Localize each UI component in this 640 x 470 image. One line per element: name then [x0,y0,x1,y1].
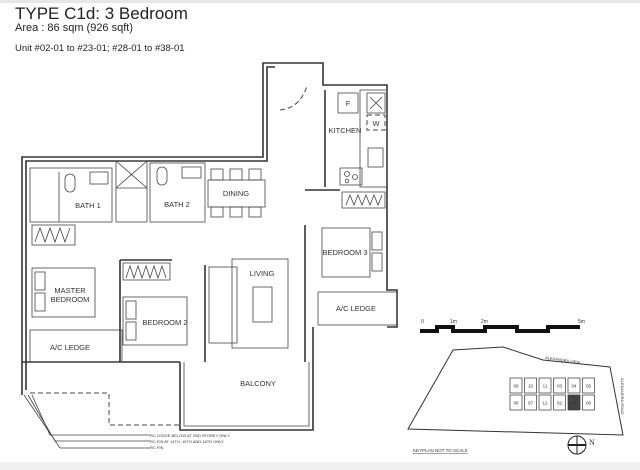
keyplan-unit-01 [567,394,581,411]
keyplan: ALEXANDRA VIEW ALEXANDRA ROAD 09 10 11 03 04… [407,346,625,455]
road-alexandra-view: ALEXANDRA VIEW [545,355,581,365]
washer-label: W [372,119,380,128]
top-border [0,0,640,3]
bedroom3-label: BEDROOM 3 [322,248,367,257]
bathrooms: BATH 1 BATH 2 [29,160,206,223]
keyplan-unit-label: 02 [557,401,563,406]
keyplan-unit-05 [582,377,595,394]
bath1-label: BATH 1 [75,201,101,210]
scale-bar: 0 1m 2m 5m [420,319,585,333]
ac-ledge-right-label: A/C LEDGE [336,304,376,313]
bedroom-2: BEDROOM 2 [119,259,188,362]
master-label-2: BEDROOM [51,295,90,304]
note-ledge: RC LEDGE BELOW AT 2ND STOREY ONLY [150,433,230,438]
area-text: Area : 86 sqm (926 sqft) [15,22,133,34]
keyplan-unit-label: 10 [528,384,534,389]
scale-tick-5m: 5m [578,319,585,325]
keyplan-label: KEYPLAN NOT TO SCALE [413,448,468,453]
dining-area: DINING [207,168,266,218]
keyplan-unit-12 [538,394,552,411]
keyplan-unit-04 [567,377,581,394]
keyplan-unit-label: 05 [586,384,592,389]
keyplan-unit-label: 08 [513,401,519,406]
keyplan-unit-02 [553,394,566,411]
keyplan-unit-label: 04 [571,384,577,389]
bottom-border [0,462,640,470]
balcony-label: BALCONY [240,379,276,388]
keyplan-unit-label: 12 [542,401,548,406]
page-title: TYPE C1d: 3 Bedroom [15,4,188,23]
fridge-label: F [346,99,351,108]
scale-tick-0: 0 [421,319,424,325]
keyplan-unit-10 [524,377,537,394]
unit-range-text: Unit #02-01 to #23-01; #28-01 to #38-01 [15,43,185,54]
note-fin: RC FIN [150,445,163,450]
scale-tick-1m: 1m [450,319,457,325]
keyplan-unit-label: 03 [557,384,563,389]
entrance-door [279,85,308,111]
kitchen-label: KITCHEN [329,126,362,135]
keyplan-unit-03 [553,377,566,394]
road-alexandra-road: ALEXANDRA ROAD [620,378,625,415]
rc-ledge: RC LEDGE BELOW AT 2ND STOREY ONLY RC FIN… [23,392,230,450]
keyplan-unit-07 [524,394,537,411]
living-room: LIVING [204,258,289,362]
master-label-1: MASTER [54,286,86,295]
balcony: BALCONY [179,362,314,431]
keyplan-unit-label: 11 [543,384,548,389]
bedroom-3: BEDROOM 3 A/C LEDGE [304,225,398,326]
scale-tick-2m: 2m [481,319,488,325]
keyplan-unit-label: 09 [513,384,519,389]
keyplan-unit-06 [582,394,595,411]
living-label: LIVING [250,269,275,278]
master-bedroom: MASTER BEDROOM A/C LEDGE [29,224,123,363]
keyplan-unit-label: 06 [586,401,592,406]
note-fin-floors: RC FIN AT 14TH, 15TH AND 16TH ONLY [150,439,224,444]
dining-label: DINING [223,189,249,198]
keyplan-unit-09 [509,377,523,394]
bedroom2-label: BEDROOM 2 [142,318,187,327]
bath2-label: BATH 2 [164,200,190,209]
keyplan-unit-label: 01 [571,401,577,406]
kitchen: F W KITCHEN [305,89,388,209]
keyplan-unit-label: 07 [528,401,534,406]
ac-ledge-left-label: A/C LEDGE [50,343,90,352]
north-label: N [589,438,595,447]
keyplan-unit-11 [538,377,552,394]
keyplan-unit-08 [509,394,523,411]
